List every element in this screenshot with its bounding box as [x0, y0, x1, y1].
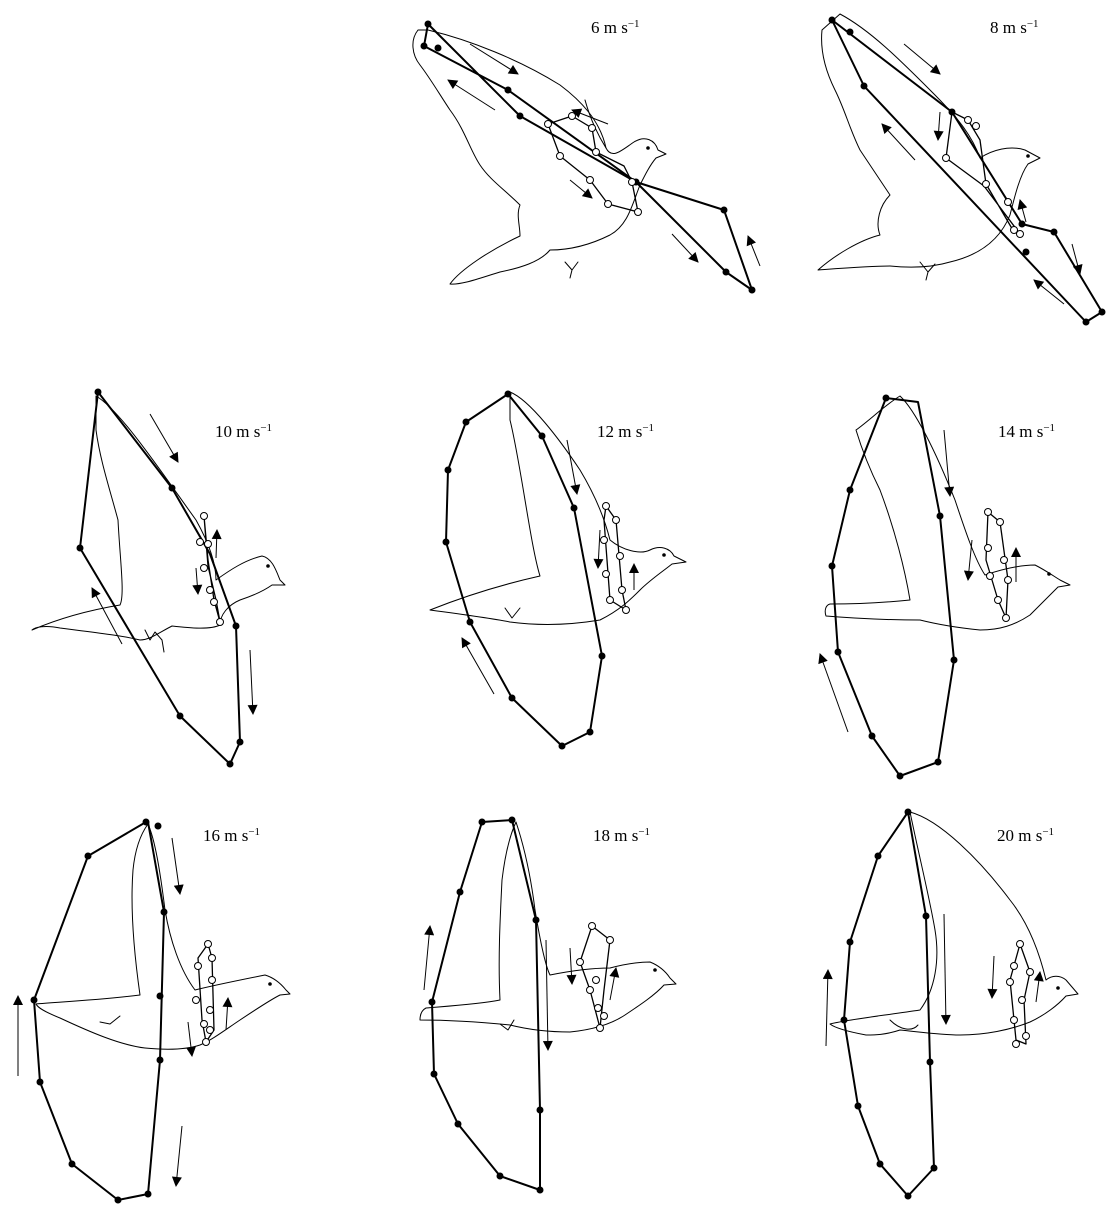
speed-unit: m s — [1018, 826, 1042, 845]
speed-value: 20 — [997, 826, 1014, 845]
speed-label-20: 20 m s−1 — [997, 826, 1054, 846]
speed-exponent: −1 — [1042, 826, 1054, 838]
